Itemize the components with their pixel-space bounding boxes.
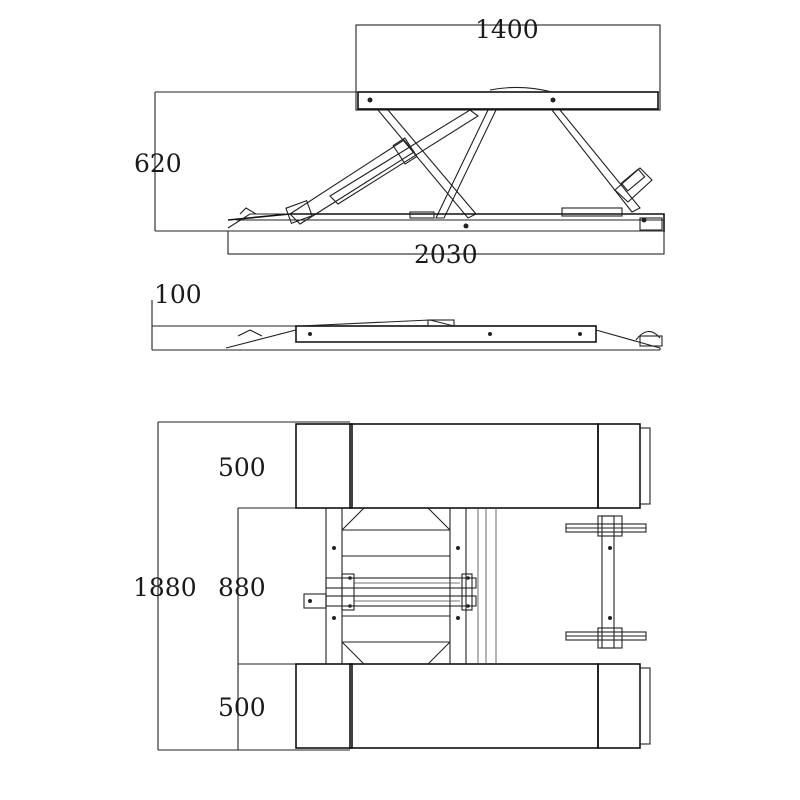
dimension-min-height: 100	[154, 280, 202, 309]
side-view-lowered: 100	[151, 280, 663, 351]
top-view: 1880 500 880 500	[133, 421, 651, 751]
side-view-raised: 1400 620 2030	[134, 15, 665, 269]
dimension-lower-platform-width: 500	[218, 693, 266, 722]
dimension-base-length: 2030	[414, 240, 478, 269]
dimension-total-width: 1880	[133, 573, 197, 602]
dimension-lift-height: 620	[134, 149, 182, 178]
dimension-upper-platform-width: 500	[218, 453, 266, 482]
dimension-platform-length: 1400	[475, 15, 539, 44]
dimension-inner-gap-width: 880	[218, 573, 266, 602]
